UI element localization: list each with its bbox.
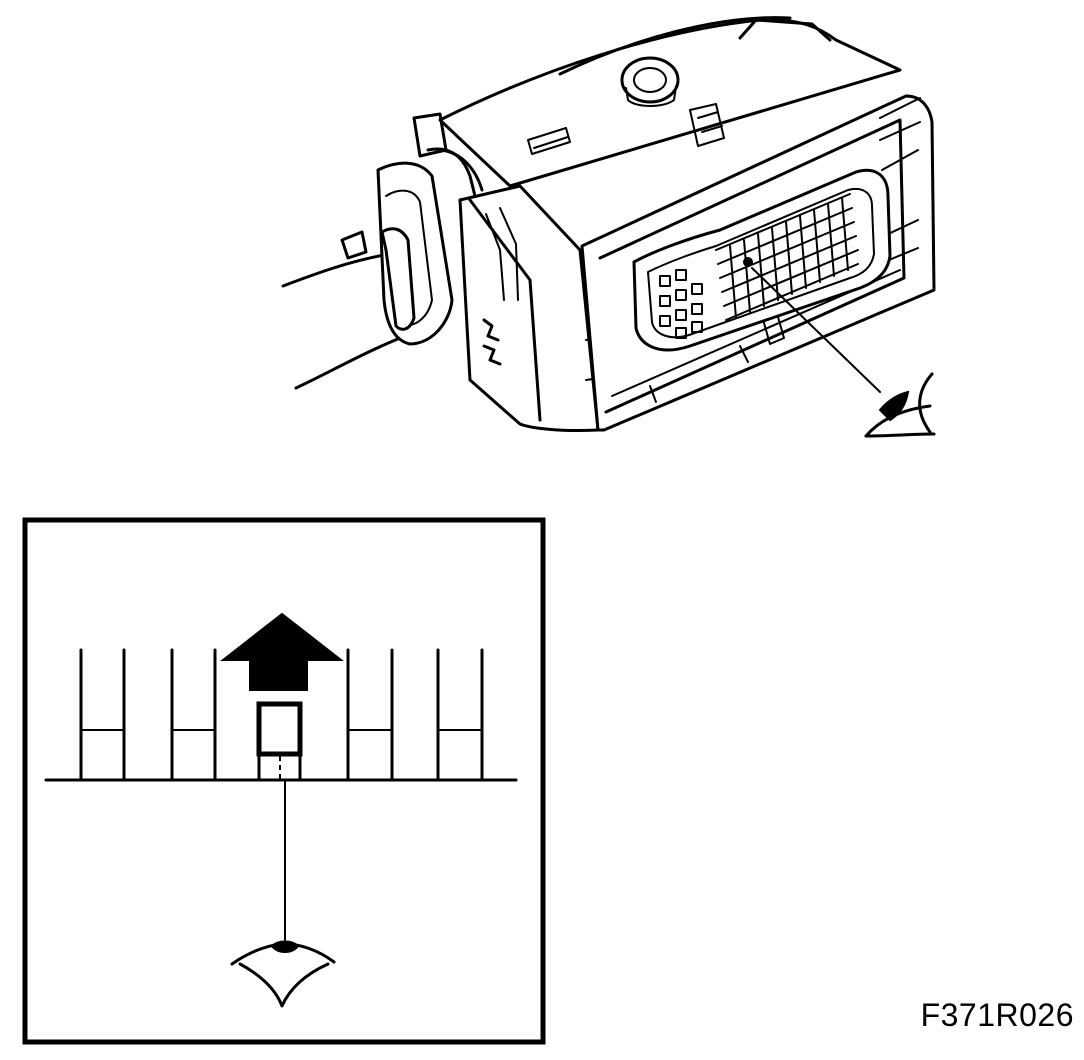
- terminal-left-1: [79, 648, 126, 782]
- terminal-right-2: [436, 648, 484, 782]
- connector-illustration: [281, 16, 936, 438]
- highlighted-pin: [743, 257, 753, 267]
- large-pin-cavities: [659, 269, 703, 339]
- pushed-terminal: [256, 701, 303, 782]
- view-direction-eye-icon: [864, 372, 936, 438]
- push-direction-arrow-icon: [220, 612, 344, 691]
- terminal-left-2: [170, 648, 217, 782]
- pin-detail-inset: [22, 517, 546, 1045]
- leader-line: [751, 267, 881, 393]
- view-eye-icon: [230, 940, 336, 1008]
- strain-relief-collar: [376, 112, 486, 346]
- terminal-right-1: [346, 648, 394, 782]
- wiring-harness: [281, 230, 407, 390]
- figure-code: F371R026: [920, 997, 1074, 1033]
- small-pin-cavities: [715, 193, 859, 321]
- pin-field: [632, 168, 892, 352]
- connector-housing: [438, 16, 902, 433]
